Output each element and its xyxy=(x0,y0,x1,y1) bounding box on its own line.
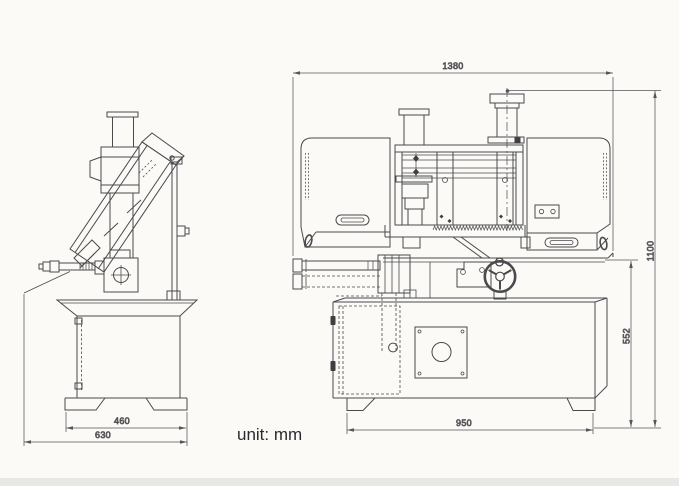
left-housing-handle[interactable] xyxy=(335,214,370,226)
front-right-cylinder xyxy=(487,88,525,231)
side-base xyxy=(64,397,188,411)
dimension-460 xyxy=(65,412,186,432)
side-hinge-top xyxy=(74,317,83,325)
front-view-machine xyxy=(292,88,614,411)
handwheel-rim[interactable] xyxy=(483,259,517,293)
cabinet-hinge-bottom xyxy=(330,361,336,371)
door-hole xyxy=(388,342,398,353)
side-hinge-bottom xyxy=(74,382,83,390)
dim-label-950: 950 xyxy=(456,418,472,428)
front-guide-arm-right xyxy=(496,151,514,226)
right-housing-handle[interactable] xyxy=(544,237,579,248)
side-rod-knob xyxy=(176,225,186,237)
front-left-wheel-housing xyxy=(300,137,391,248)
front-foot-left xyxy=(346,397,376,411)
side-cabinet xyxy=(74,315,181,399)
dimension-1100 xyxy=(505,89,661,429)
dimension-annotations: 1380 1100 552 950 460 630 xyxy=(23,61,661,446)
front-guide-arm-left xyxy=(436,151,454,226)
side-cylinder-body xyxy=(112,116,134,148)
dim-label-630: 630 xyxy=(95,430,111,440)
dim-label-552: 552 xyxy=(622,328,632,344)
unit-label: unit: mm xyxy=(237,425,302,444)
dimension-950 xyxy=(346,413,594,434)
side-band-frame xyxy=(69,132,185,273)
side-vice xyxy=(23,249,139,294)
front-cabinet xyxy=(330,297,608,411)
front-motor-bracket xyxy=(395,175,433,226)
side-cylinder-flange xyxy=(106,111,139,118)
side-view-machine xyxy=(23,111,199,411)
front-blade-and-bed xyxy=(384,204,560,259)
side-leader-line xyxy=(23,271,71,294)
front-center-frame xyxy=(394,144,524,226)
front-right-wheel-housing xyxy=(526,137,611,251)
hidden-tank-outline xyxy=(338,305,401,395)
dim-label-460: 460 xyxy=(114,416,130,426)
access-panel-hole xyxy=(431,342,452,362)
dimension-552 xyxy=(605,259,638,427)
dim-label-1380: 1380 xyxy=(442,61,463,71)
side-table xyxy=(55,299,199,317)
dimension-1380 xyxy=(292,71,614,256)
front-foot-right xyxy=(566,397,596,411)
front-vice-cylinders xyxy=(292,254,411,352)
handwheel-knob[interactable] xyxy=(494,257,505,267)
front-left-cylinder xyxy=(398,108,430,146)
left-housing-latch[interactable] xyxy=(304,234,313,248)
access-panel[interactable] xyxy=(414,326,468,379)
dimension-630 xyxy=(23,294,188,446)
side-band-top-cap xyxy=(141,132,185,166)
side-vice-handle-knob xyxy=(49,260,60,273)
cabinet-hinge-top xyxy=(330,316,336,325)
side-guide-rod xyxy=(166,155,190,301)
right-housing-latch[interactable] xyxy=(599,236,608,251)
front-position-markers xyxy=(413,153,419,177)
side-head-tab xyxy=(89,156,102,182)
paper-bottom-edge xyxy=(0,478,679,486)
dim-label-1100: 1100 xyxy=(646,241,656,262)
front-vice-handwheel[interactable] xyxy=(456,257,517,300)
